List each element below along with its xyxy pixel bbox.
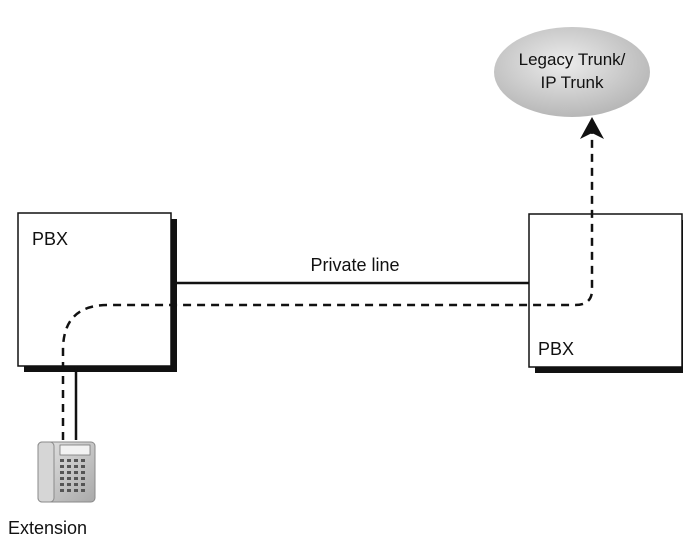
extension-label: Extension bbox=[8, 518, 87, 538]
private-line-label: Private line bbox=[310, 255, 399, 275]
pbx-left-label: PBX bbox=[32, 229, 68, 249]
trunk-cloud: Legacy Trunk/ IP Trunk bbox=[494, 27, 650, 117]
private-line: Private line bbox=[171, 255, 529, 285]
trunk-cloud-label-line2: IP Trunk bbox=[541, 73, 604, 92]
pbx-right-label: PBX bbox=[538, 339, 574, 359]
desk-phone-icon bbox=[37, 441, 96, 503]
call-path-arrowhead bbox=[580, 117, 604, 139]
trunk-cloud-label-line1: Legacy Trunk/ bbox=[519, 50, 626, 69]
pbx-right: PBX bbox=[528, 213, 683, 373]
pbx-left: PBX bbox=[17, 212, 177, 372]
call-path bbox=[61, 122, 594, 440]
